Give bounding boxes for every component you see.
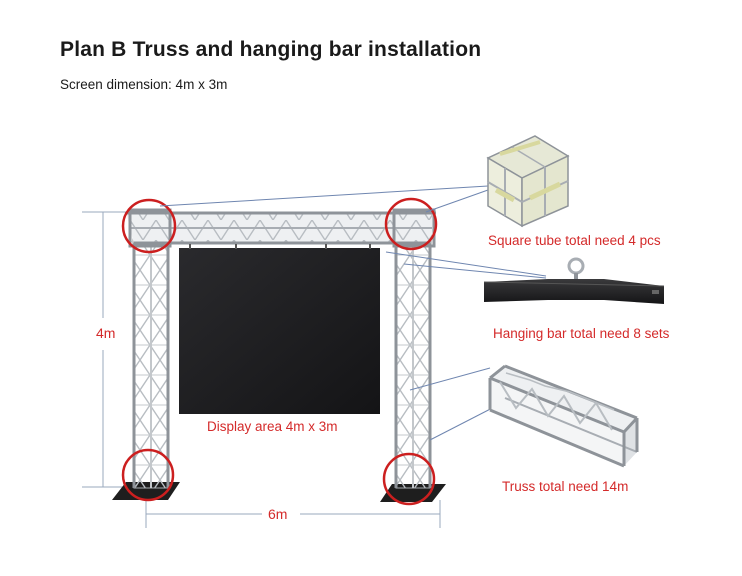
height-label: 4m xyxy=(96,325,116,341)
hanging-bar-label: Hanging bar total need 8 sets xyxy=(493,326,670,341)
truss-label: Truss total need 14m xyxy=(502,479,629,494)
right-vertical-truss xyxy=(394,225,432,489)
width-dimension xyxy=(145,500,441,528)
highlight-circle-top-left xyxy=(121,198,177,254)
square-tube-illustration xyxy=(486,135,570,228)
width-label: 6m xyxy=(268,506,288,522)
page-title: Plan B Truss and hanging bar installatio… xyxy=(60,38,482,61)
right-corner-cube xyxy=(392,208,436,248)
left-corner-cube xyxy=(128,208,172,248)
square-tube-label: Square tube total need 4 pcs xyxy=(488,233,661,248)
truss-segment-illustration xyxy=(488,364,639,468)
page-subtitle: Screen dimension: 4m x 3m xyxy=(60,77,228,92)
led-screen xyxy=(179,248,380,414)
height-dimension xyxy=(82,211,128,488)
top-horizontal-truss xyxy=(126,211,436,245)
hanging-bar-illustration xyxy=(483,257,665,304)
highlight-circle-bottom-right xyxy=(382,452,436,506)
callout-pointers xyxy=(159,185,547,441)
display-area-label: Display area 4m x 3m xyxy=(207,419,338,434)
highlight-circle-bottom-left xyxy=(121,448,175,502)
highlight-circle-top-right xyxy=(384,197,438,251)
left-vertical-truss xyxy=(132,225,170,489)
